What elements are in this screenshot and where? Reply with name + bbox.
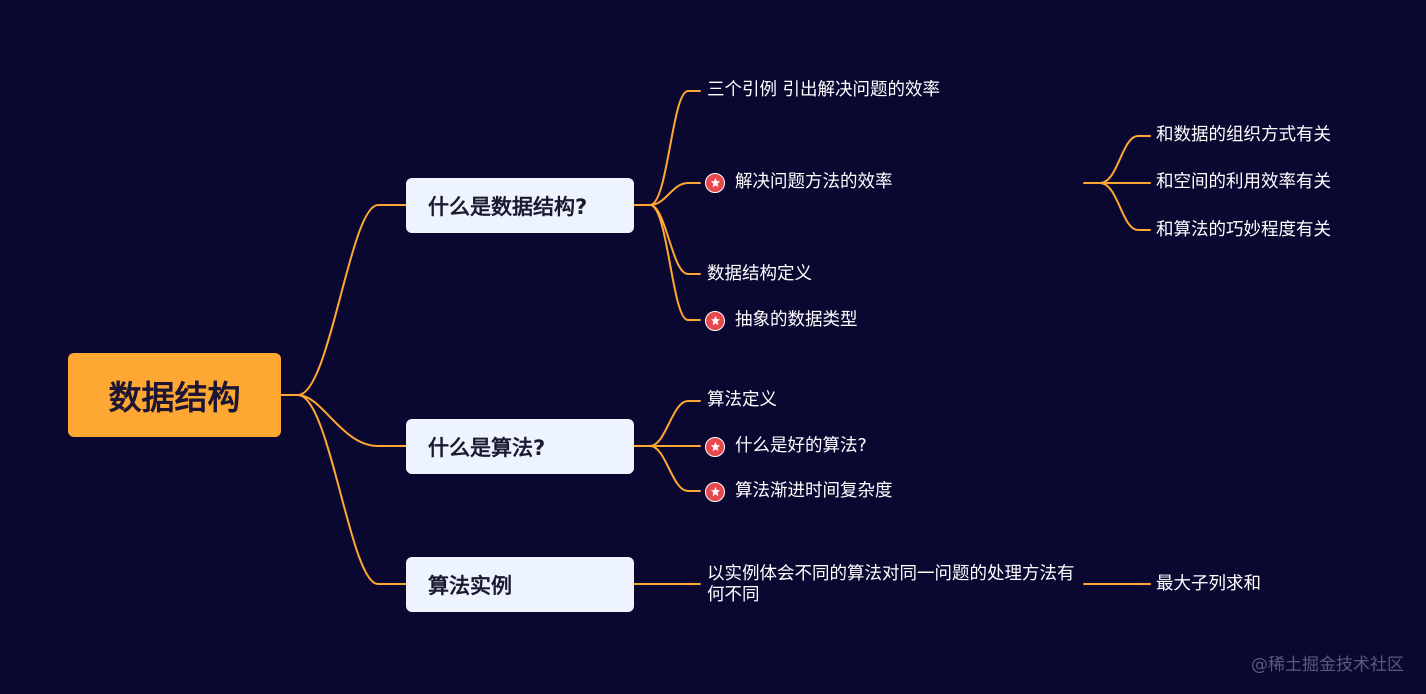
branch-node-algorithm-examples[interactable]: 算法实例	[406, 557, 634, 612]
leaf-label: 什么是好的算法?	[735, 436, 867, 456]
link-b2-leaf-1	[633, 400, 701, 447]
star-icon	[705, 310, 725, 331]
leaf-label: 数据结构定义	[707, 264, 812, 284]
sub-leaf-label: 和算法的巧妙程度有关	[1156, 220, 1331, 240]
branch-label: 算法实例	[428, 573, 512, 598]
sub-leaf-node[interactable]: 最大子列求和	[1156, 574, 1261, 595]
leaf-label: 抽象的数据类型	[735, 310, 858, 330]
star-icon	[705, 436, 725, 457]
leaf-label: 算法定义	[707, 390, 777, 410]
root-node[interactable]: 数据结构	[68, 353, 281, 437]
leaf-node[interactable]: 三个引例 引出解决问题的效率	[707, 80, 940, 101]
leaf-label: 解决问题方法的效率	[735, 172, 893, 192]
root-label: 数据结构	[108, 378, 241, 417]
link-b1-leaf-3	[649, 204, 701, 275]
sub-leaf-node[interactable]: 和数据的组织方式有关	[1156, 125, 1331, 146]
leaf-node[interactable]: 数据结构定义	[707, 264, 812, 285]
watermark: @稀土掘金技术社区	[1251, 655, 1404, 675]
link-l12-sub-3	[1099, 182, 1151, 231]
link-b2-leaf-3	[649, 445, 701, 492]
sub-leaf-label: 最大子列求和	[1156, 574, 1261, 594]
leaf-node[interactable]: 算法定义	[707, 390, 777, 411]
leaf-node[interactable]: 抽象的数据类型	[705, 310, 858, 331]
link-b1-leaf-4	[649, 204, 701, 321]
link-l12-sub-1	[1083, 135, 1151, 184]
branch-node-what-is-data-structure[interactable]: 什么是数据结构?	[406, 178, 634, 233]
leaf-label: 三个引例 引出解决问题的效率	[707, 80, 941, 100]
sub-leaf-node[interactable]: 和算法的巧妙程度有关	[1156, 220, 1331, 241]
branch-node-what-is-algorithm[interactable]: 什么是算法?	[406, 419, 634, 474]
leaf-label: 算法渐进时间复杂度	[735, 481, 893, 501]
branch-label: 什么是算法?	[428, 435, 546, 460]
leaf-node[interactable]: 以实例体会不同的算法对同一问题的处理方法有何不同	[707, 564, 1083, 606]
branch-label: 什么是数据结构?	[428, 194, 588, 219]
star-icon	[705, 172, 725, 193]
link-root-branch-2	[297, 394, 407, 447]
leaf-node[interactable]: 解决问题方法的效率	[705, 172, 893, 193]
star-icon	[705, 481, 725, 502]
link-b1-leaf-1	[633, 90, 701, 206]
sub-leaf-label: 和数据的组织方式有关	[1156, 125, 1331, 145]
sub-leaf-label: 和空间的利用效率有关	[1156, 172, 1331, 192]
link-root-branch-1	[280, 204, 407, 396]
leaf-node[interactable]: 什么是好的算法?	[705, 436, 867, 457]
link-root-branch-3	[297, 394, 407, 585]
sub-leaf-node[interactable]: 和空间的利用效率有关	[1156, 172, 1331, 193]
link-b1-leaf-2	[649, 182, 701, 206]
leaf-node[interactable]: 算法渐进时间复杂度	[705, 481, 893, 502]
leaf-label: 以实例体会不同的算法对同一问题的处理方法有何不同	[707, 564, 1075, 605]
